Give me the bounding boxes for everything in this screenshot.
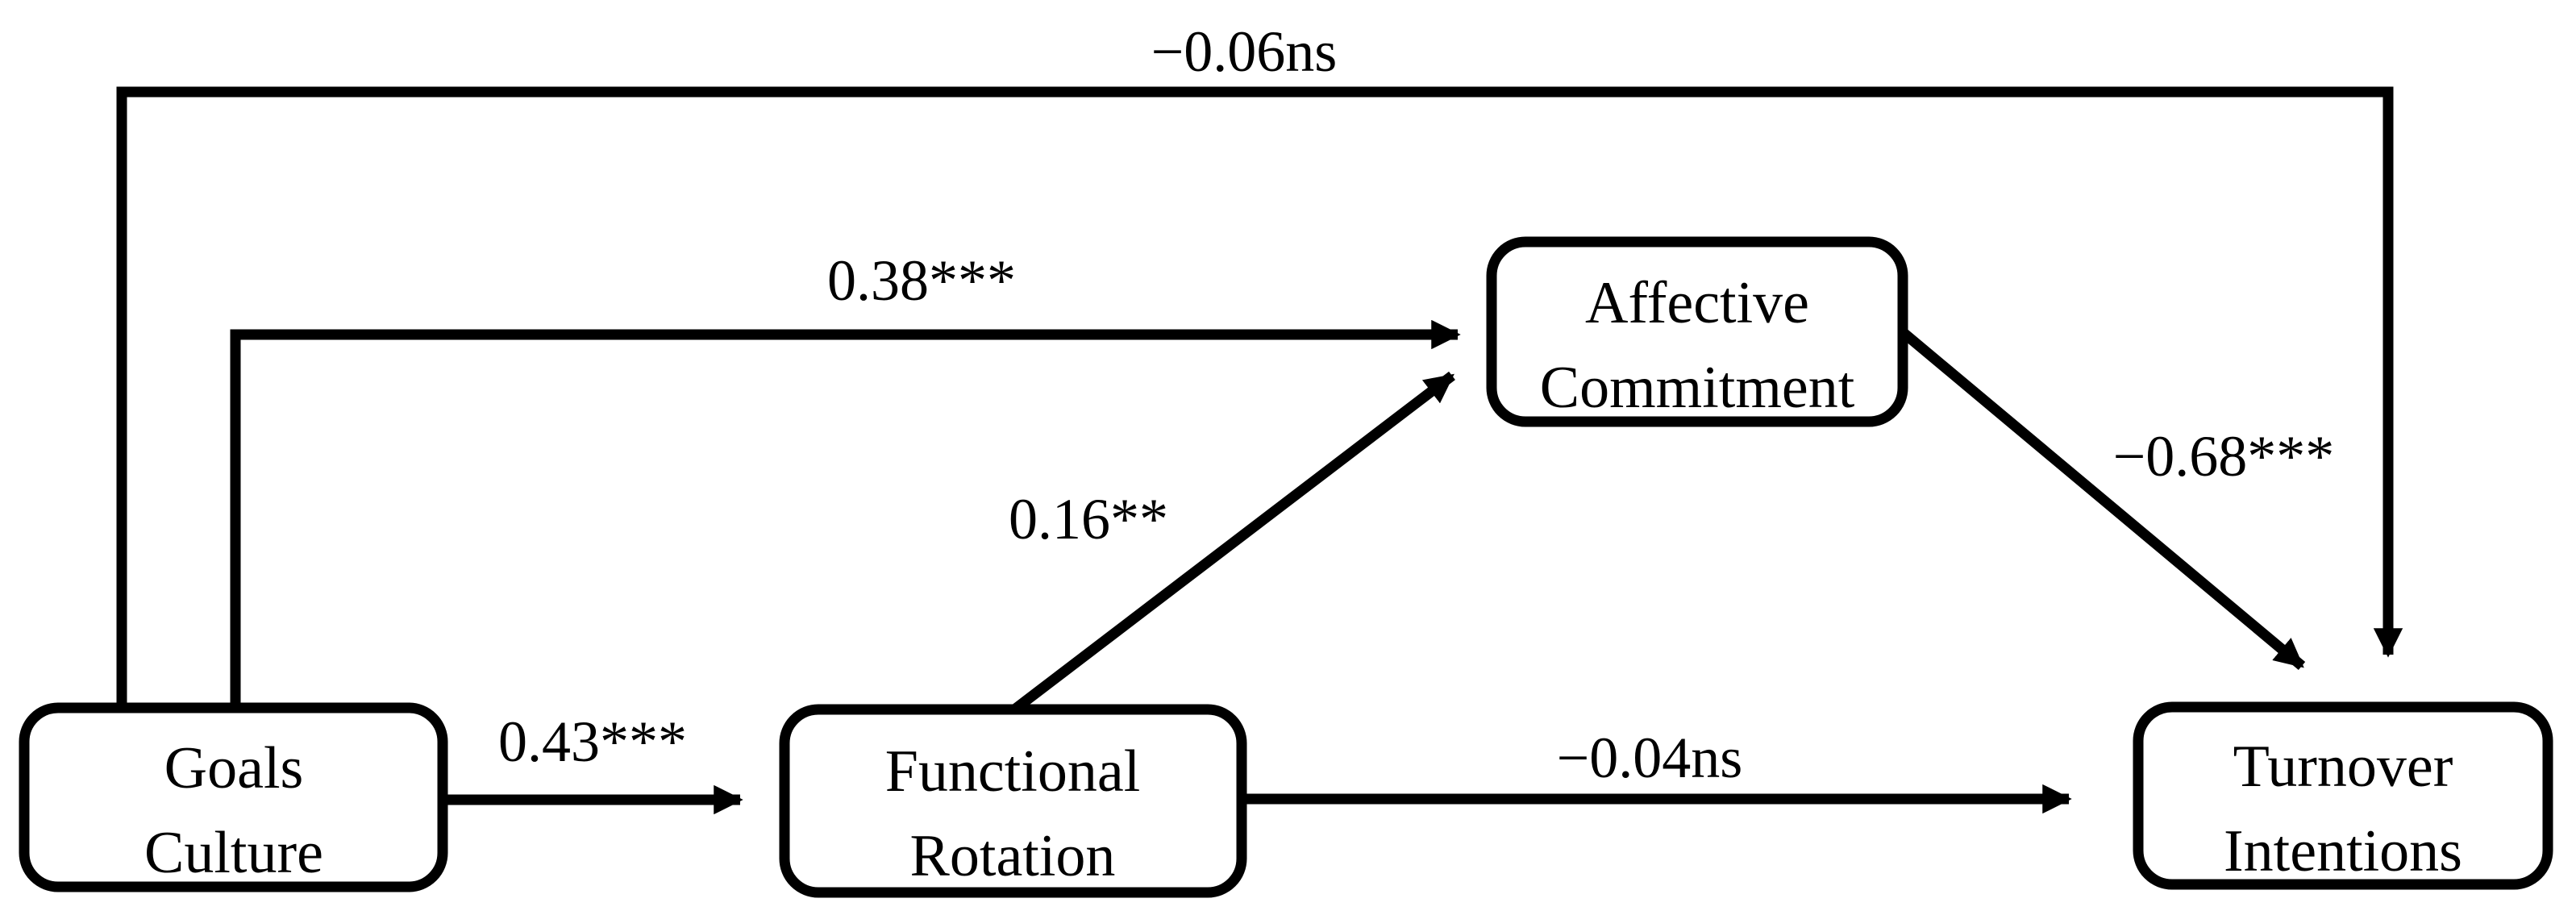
turnover-intentions-label-line2: Intentions xyxy=(2224,818,2462,884)
path-affective-to-turnover-line xyxy=(1899,328,2306,670)
path-functional-to-affective-line xyxy=(1007,371,1455,718)
coef-functional-to-affective: 0.16** xyxy=(1009,487,1168,551)
turnover-intentions-label-line1: Turnover xyxy=(2233,734,2453,800)
goals-culture-box xyxy=(19,702,448,892)
path-goals-to-turnover-line xyxy=(116,86,2403,705)
functional-rotation-label-line2: Rotation xyxy=(910,823,1116,889)
path-goals-to-affective-line xyxy=(230,319,1461,705)
goals-culture-label-line2: Culture xyxy=(144,820,323,886)
affective-commitment-label-line2: Commitment xyxy=(1540,355,1855,421)
coef-goals-to-functional: 0.43*** xyxy=(498,709,687,774)
node-functional-rotation: Functional Rotation xyxy=(779,704,1247,898)
coef-affective-to-turnover: −0.68*** xyxy=(2113,424,2335,489)
coef-goals-to-affective: 0.38*** xyxy=(827,248,1016,313)
node-turnover-intentions: Turnover Intentions xyxy=(2133,701,2553,890)
coef-functional-to-turnover: −0.04ns xyxy=(1557,726,1743,790)
coef-goals-to-turnover: −0.06ns xyxy=(1151,19,1338,84)
goals-culture-label-line1: Goals xyxy=(164,735,304,801)
node-goals-culture: Goals Culture xyxy=(19,702,448,892)
affective-commitment-label-line1: Affective xyxy=(1585,270,1809,336)
functional-rotation-box xyxy=(779,704,1247,898)
affective-commitment-box xyxy=(1486,236,1908,427)
functional-rotation-label-line1: Functional xyxy=(885,738,1141,805)
node-affective-commitment: Affective Commitment xyxy=(1486,236,1908,427)
turnover-intentions-box xyxy=(2133,701,2553,890)
